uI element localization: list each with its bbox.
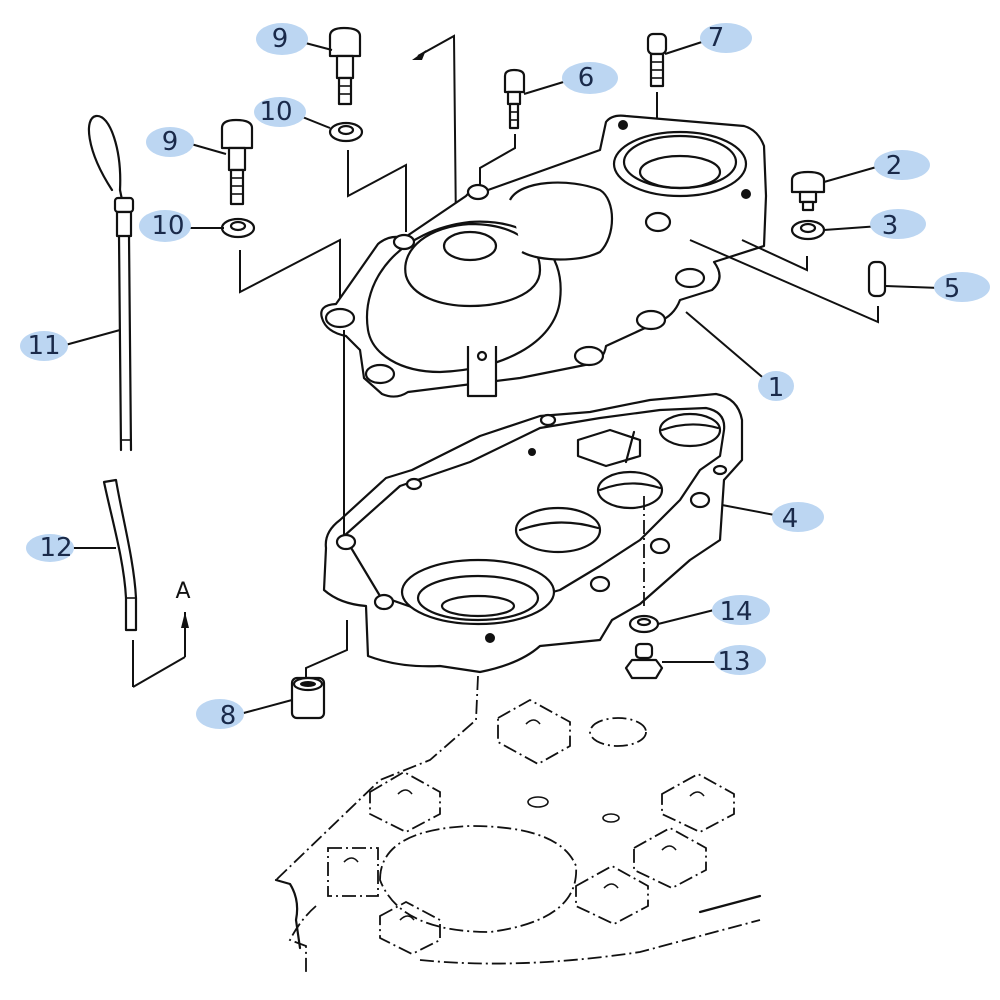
svg-text:12: 12 [39, 533, 72, 563]
callout-2[interactable]: 2 [874, 150, 930, 181]
svg-text:4: 4 [782, 504, 799, 534]
cover-part[interactable] [320, 114, 768, 398]
bolt-left[interactable] [220, 118, 254, 206]
svg-text:1: 1 [768, 373, 785, 403]
svg-text:10: 10 [259, 97, 292, 127]
svg-text:13: 13 [717, 647, 750, 677]
svg-text:5: 5 [944, 274, 961, 304]
svg-text:14: 14 [719, 597, 752, 627]
callout-12[interactable]: 12 [26, 533, 74, 563]
washer-top[interactable] [328, 121, 364, 143]
callout-13[interactable]: 13 [714, 645, 766, 677]
callout-6[interactable]: 6 [562, 62, 618, 94]
callout-10-top[interactable]: 10 [254, 97, 306, 127]
svg-text:9: 9 [272, 24, 289, 54]
callout-8[interactable]: 8 [196, 699, 244, 731]
case-part[interactable] [322, 330, 744, 674]
washer-left[interactable] [220, 217, 256, 239]
bushing-8[interactable] [290, 676, 326, 720]
svg-text:8: 8 [220, 701, 237, 731]
callout-14[interactable]: 14 [712, 595, 770, 627]
callout-10-left[interactable]: 10 [139, 210, 191, 242]
svg-text:11: 11 [27, 331, 60, 361]
callout-11[interactable]: 11 [20, 331, 68, 361]
callout-7[interactable]: 7 [700, 23, 752, 53]
dipstick-part[interactable] [87, 114, 135, 452]
svg-text:6: 6 [578, 63, 595, 93]
base-plate [274, 675, 762, 972]
callout-9-left[interactable]: 9 [146, 127, 194, 157]
callout-9-top[interactable]: 9 [256, 23, 308, 55]
view-marker-label: A [175, 579, 190, 604]
svg-text:3: 3 [882, 211, 899, 241]
svg-text:9: 9 [162, 127, 179, 157]
washer-3[interactable] [790, 219, 826, 241]
callout-3[interactable]: 3 [870, 209, 926, 241]
washer-14[interactable] [628, 614, 660, 634]
pin-5[interactable] [867, 260, 887, 298]
callout-1[interactable]: 1 [758, 371, 794, 403]
bolt-top[interactable] [328, 26, 362, 106]
svg-text:10: 10 [151, 211, 184, 241]
plug-2[interactable] [790, 170, 826, 212]
tube-part[interactable]: A [102, 478, 191, 688]
svg-text:7: 7 [708, 23, 725, 53]
callout-5[interactable]: 5 [934, 272, 990, 304]
callout-4[interactable]: 4 [772, 502, 824, 534]
bolt-7[interactable] [646, 32, 668, 88]
bolt-6[interactable] [503, 68, 526, 130]
svg-text:2: 2 [886, 151, 903, 181]
drain-plug-13[interactable] [624, 642, 664, 680]
